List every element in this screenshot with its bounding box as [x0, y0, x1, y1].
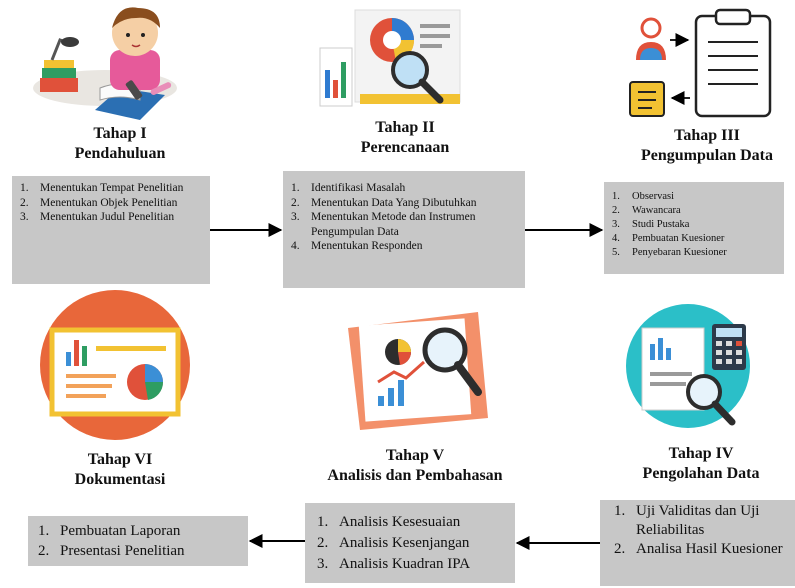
stage1-title: Tahap I Pendahuluan: [40, 124, 200, 164]
stage1-box: 1.Menentukan Tempat Penelitian 2.Menentu…: [12, 176, 210, 284]
stage4-title-line2: Pengolahan Data: [642, 465, 760, 482]
charts-magnifier-icon: [319, 9, 461, 107]
list-item: 5.Penyebaran Kuesioner: [612, 247, 727, 258]
stage4-box: 1.Uji Validitas dan Uji Reliabilitas 2.A…: [600, 500, 795, 586]
list-item: 1.Uji Validitas dan Uji Reliabilitas: [614, 503, 760, 538]
stage4-title: Tahap IV Pengolahan Data: [614, 444, 788, 484]
stage2-title-line2: Perencanaan: [360, 139, 450, 156]
list-item: 1.Analisis Kesesuaian: [317, 514, 461, 530]
child-studying-icon: [33, 7, 177, 120]
analysis-magnifier-icon: [348, 312, 488, 430]
list-item: 2.Wawancara: [612, 205, 681, 216]
list-item: 1.Menentukan Tempat Penelitian: [20, 182, 184, 194]
list-item: 1.Identifikasi Masalah: [291, 182, 406, 194]
presentation-board-icon: [40, 290, 190, 440]
list-item: 1.Observasi: [612, 191, 674, 202]
stage6-title: Tahap VI Dokumentasi: [40, 450, 200, 490]
stage5-title: Tahap V Analisis dan Pembahasan: [300, 446, 530, 486]
list-item: 2.Analisa Hasil Kuesioner: [614, 541, 783, 557]
stage4-title-line1: Tahap IV: [668, 445, 734, 462]
stage3-title: Tahap III Pengumpulan Data: [620, 126, 794, 166]
list-item: 3.Analisis Kuadran IPA: [317, 556, 471, 572]
list-item: 2.Menentukan Data Yang Dibutuhkan: [291, 196, 477, 209]
stage2-title-line1: Tahap II: [375, 119, 435, 136]
stage2-box: 1.Identifikasi Masalah 2.Menentukan Data…: [283, 171, 525, 288]
stage2-title: Tahap II Perencanaan: [320, 118, 490, 158]
list-item: 1.Pembuatan Laporan: [38, 523, 181, 539]
stage5-title-line2: Analisis dan Pembahasan: [327, 467, 503, 484]
list-item: 2.Presentasi Penelitian: [38, 543, 185, 559]
list-item: 3.Menentukan Metode dan Instrumen Pengum…: [291, 211, 476, 238]
stage3-title-line1: Tahap III: [674, 127, 740, 144]
calculator-magnifier-icon: [626, 304, 750, 428]
stage3-title-line2: Pengumpulan Data: [640, 147, 774, 164]
stage1-title-line2: Pendahuluan: [74, 145, 166, 162]
stage5-box: 1.Analisis Kesesuaian 2.Analisis Kesenja…: [305, 503, 515, 583]
list-item: 4.Menentukan Responden: [291, 240, 423, 252]
clipboard-person-icon: [629, 8, 772, 118]
list-item: 3.Menentukan Judul Penelitian: [20, 211, 175, 223]
stage6-box: 1.Pembuatan Laporan 2.Presentasi Penelit…: [28, 516, 248, 566]
list-item: 2.Analisis Kesenjangan: [317, 535, 470, 551]
list-item: 4.Pembuatan Kuesioner: [612, 233, 725, 244]
list-item: 2.Menentukan Objek Penelitian: [20, 196, 178, 209]
stage6-title-line1: Tahap VI: [87, 451, 153, 468]
stage1-title-line1: Tahap I: [93, 125, 147, 142]
stage3-box: 1.Observasi 2.Wawancara 3.Studi Pustaka …: [604, 182, 784, 274]
stage6-title-line2: Dokumentasi: [74, 471, 166, 488]
stage5-title-line1: Tahap V: [385, 447, 445, 464]
list-item: 3.Studi Pustaka: [612, 219, 690, 230]
